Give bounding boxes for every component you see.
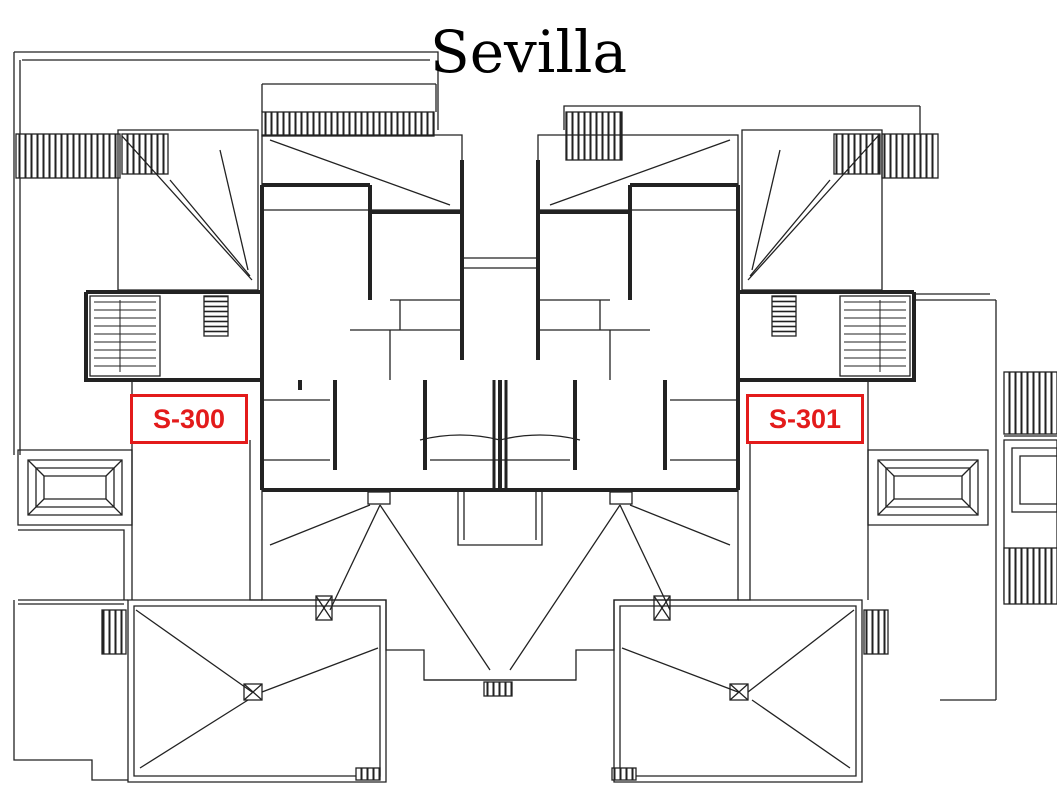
plan-right-half [498, 105, 997, 783]
plan-left-half [13, 51, 502, 783]
unit-label-s301[interactable]: S-301 [746, 394, 864, 444]
adjacent-building [1003, 371, 1057, 605]
central-corridor [424, 257, 576, 697]
unit-label-text: S-301 [768, 403, 842, 434]
building-name-title: Sevilla [429, 18, 628, 86]
unit-label-text: S-300 [152, 403, 226, 434]
unit-label-s300[interactable]: S-300 [130, 394, 248, 444]
